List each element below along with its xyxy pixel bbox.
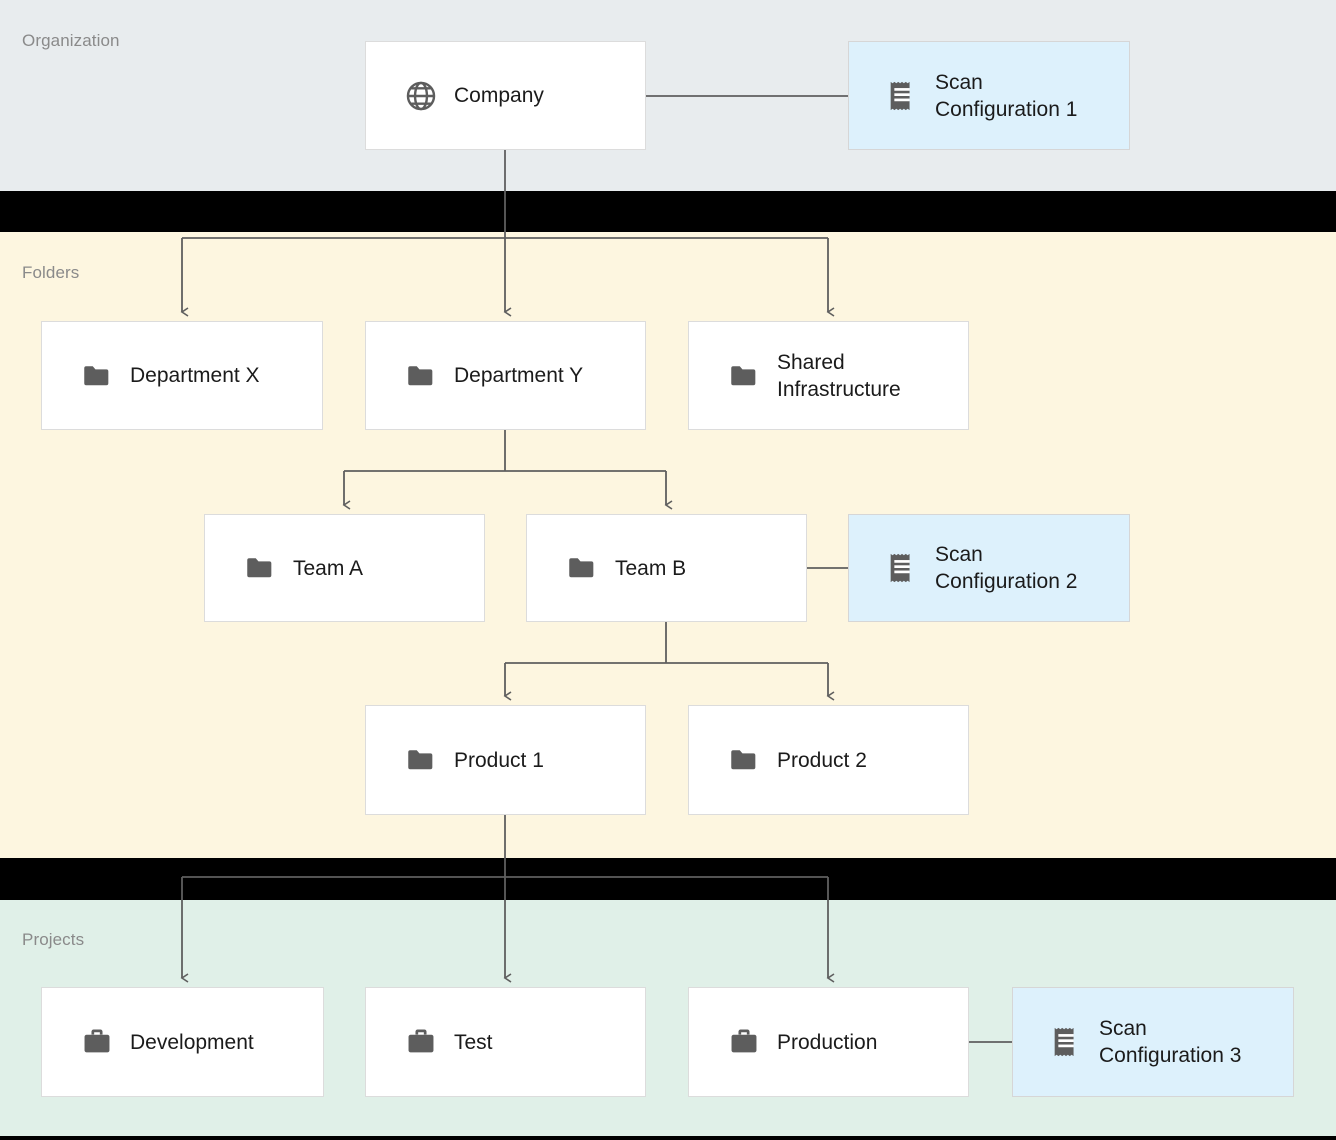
node-label: Scan Configuration 3	[1099, 1017, 1242, 1067]
node-label: Team A	[293, 556, 364, 580]
node-label: Department X	[130, 364, 260, 387]
node-label: Development	[130, 1030, 254, 1054]
node-production[interactable]: Production	[688, 987, 969, 1097]
briefcase-icon	[727, 1025, 761, 1059]
scan-configuration-icon	[1049, 1025, 1083, 1059]
node-scan-configuration-1[interactable]: Scan Configuration 1	[848, 41, 1130, 150]
band-footer-rule	[0, 1136, 1336, 1140]
folder-icon	[80, 359, 114, 393]
node-label: Shared Infrastructure	[777, 350, 901, 401]
briefcase-icon	[404, 1025, 438, 1059]
node-label: Production	[777, 1030, 878, 1054]
node-development[interactable]: Development	[41, 987, 324, 1097]
node-label: Scan Configuration 1	[935, 70, 1078, 121]
node-shared-infrastructure[interactable]: Shared Infrastructure	[688, 321, 969, 430]
node-label: Company	[454, 84, 544, 107]
globe-icon	[404, 79, 438, 113]
node-team-b[interactable]: Team B	[526, 514, 807, 622]
scan-configuration-icon	[885, 79, 919, 113]
folder-icon	[727, 359, 761, 393]
folder-icon	[243, 551, 277, 585]
node-label: Test	[454, 1030, 493, 1054]
node-test[interactable]: Test	[365, 987, 646, 1097]
node-company[interactable]: Company	[365, 41, 646, 150]
folder-icon	[565, 551, 599, 585]
folder-icon	[404, 743, 438, 777]
band-label-projects: Projects	[22, 930, 85, 949]
scan-configuration-icon	[885, 551, 919, 585]
node-label: Product 1	[454, 748, 544, 772]
node-department-y[interactable]: Department Y	[365, 321, 646, 430]
band-separator-bottom	[0, 858, 1336, 900]
node-label: Product 2	[777, 748, 867, 772]
folder-icon	[404, 359, 438, 393]
node-scan-configuration-2[interactable]: Scan Configuration 2	[848, 514, 1130, 622]
node-department-x[interactable]: Department X	[41, 321, 323, 430]
node-scan-configuration-3[interactable]: Scan Configuration 3	[1012, 987, 1294, 1097]
node-product-2[interactable]: Product 2	[688, 705, 969, 815]
node-product-1[interactable]: Product 1	[365, 705, 646, 815]
folder-icon	[727, 743, 761, 777]
node-label: Team B	[615, 556, 687, 580]
band-separator-top	[0, 191, 1336, 232]
band-label-organization: Organization	[22, 31, 120, 50]
node-label: Scan Configuration 2	[935, 543, 1078, 593]
briefcase-icon	[80, 1025, 114, 1059]
band-label-folders: Folders	[22, 263, 80, 282]
band-organization	[0, 0, 1336, 191]
node-label: Department Y	[454, 364, 584, 387]
node-team-a[interactable]: Team A	[204, 514, 485, 622]
